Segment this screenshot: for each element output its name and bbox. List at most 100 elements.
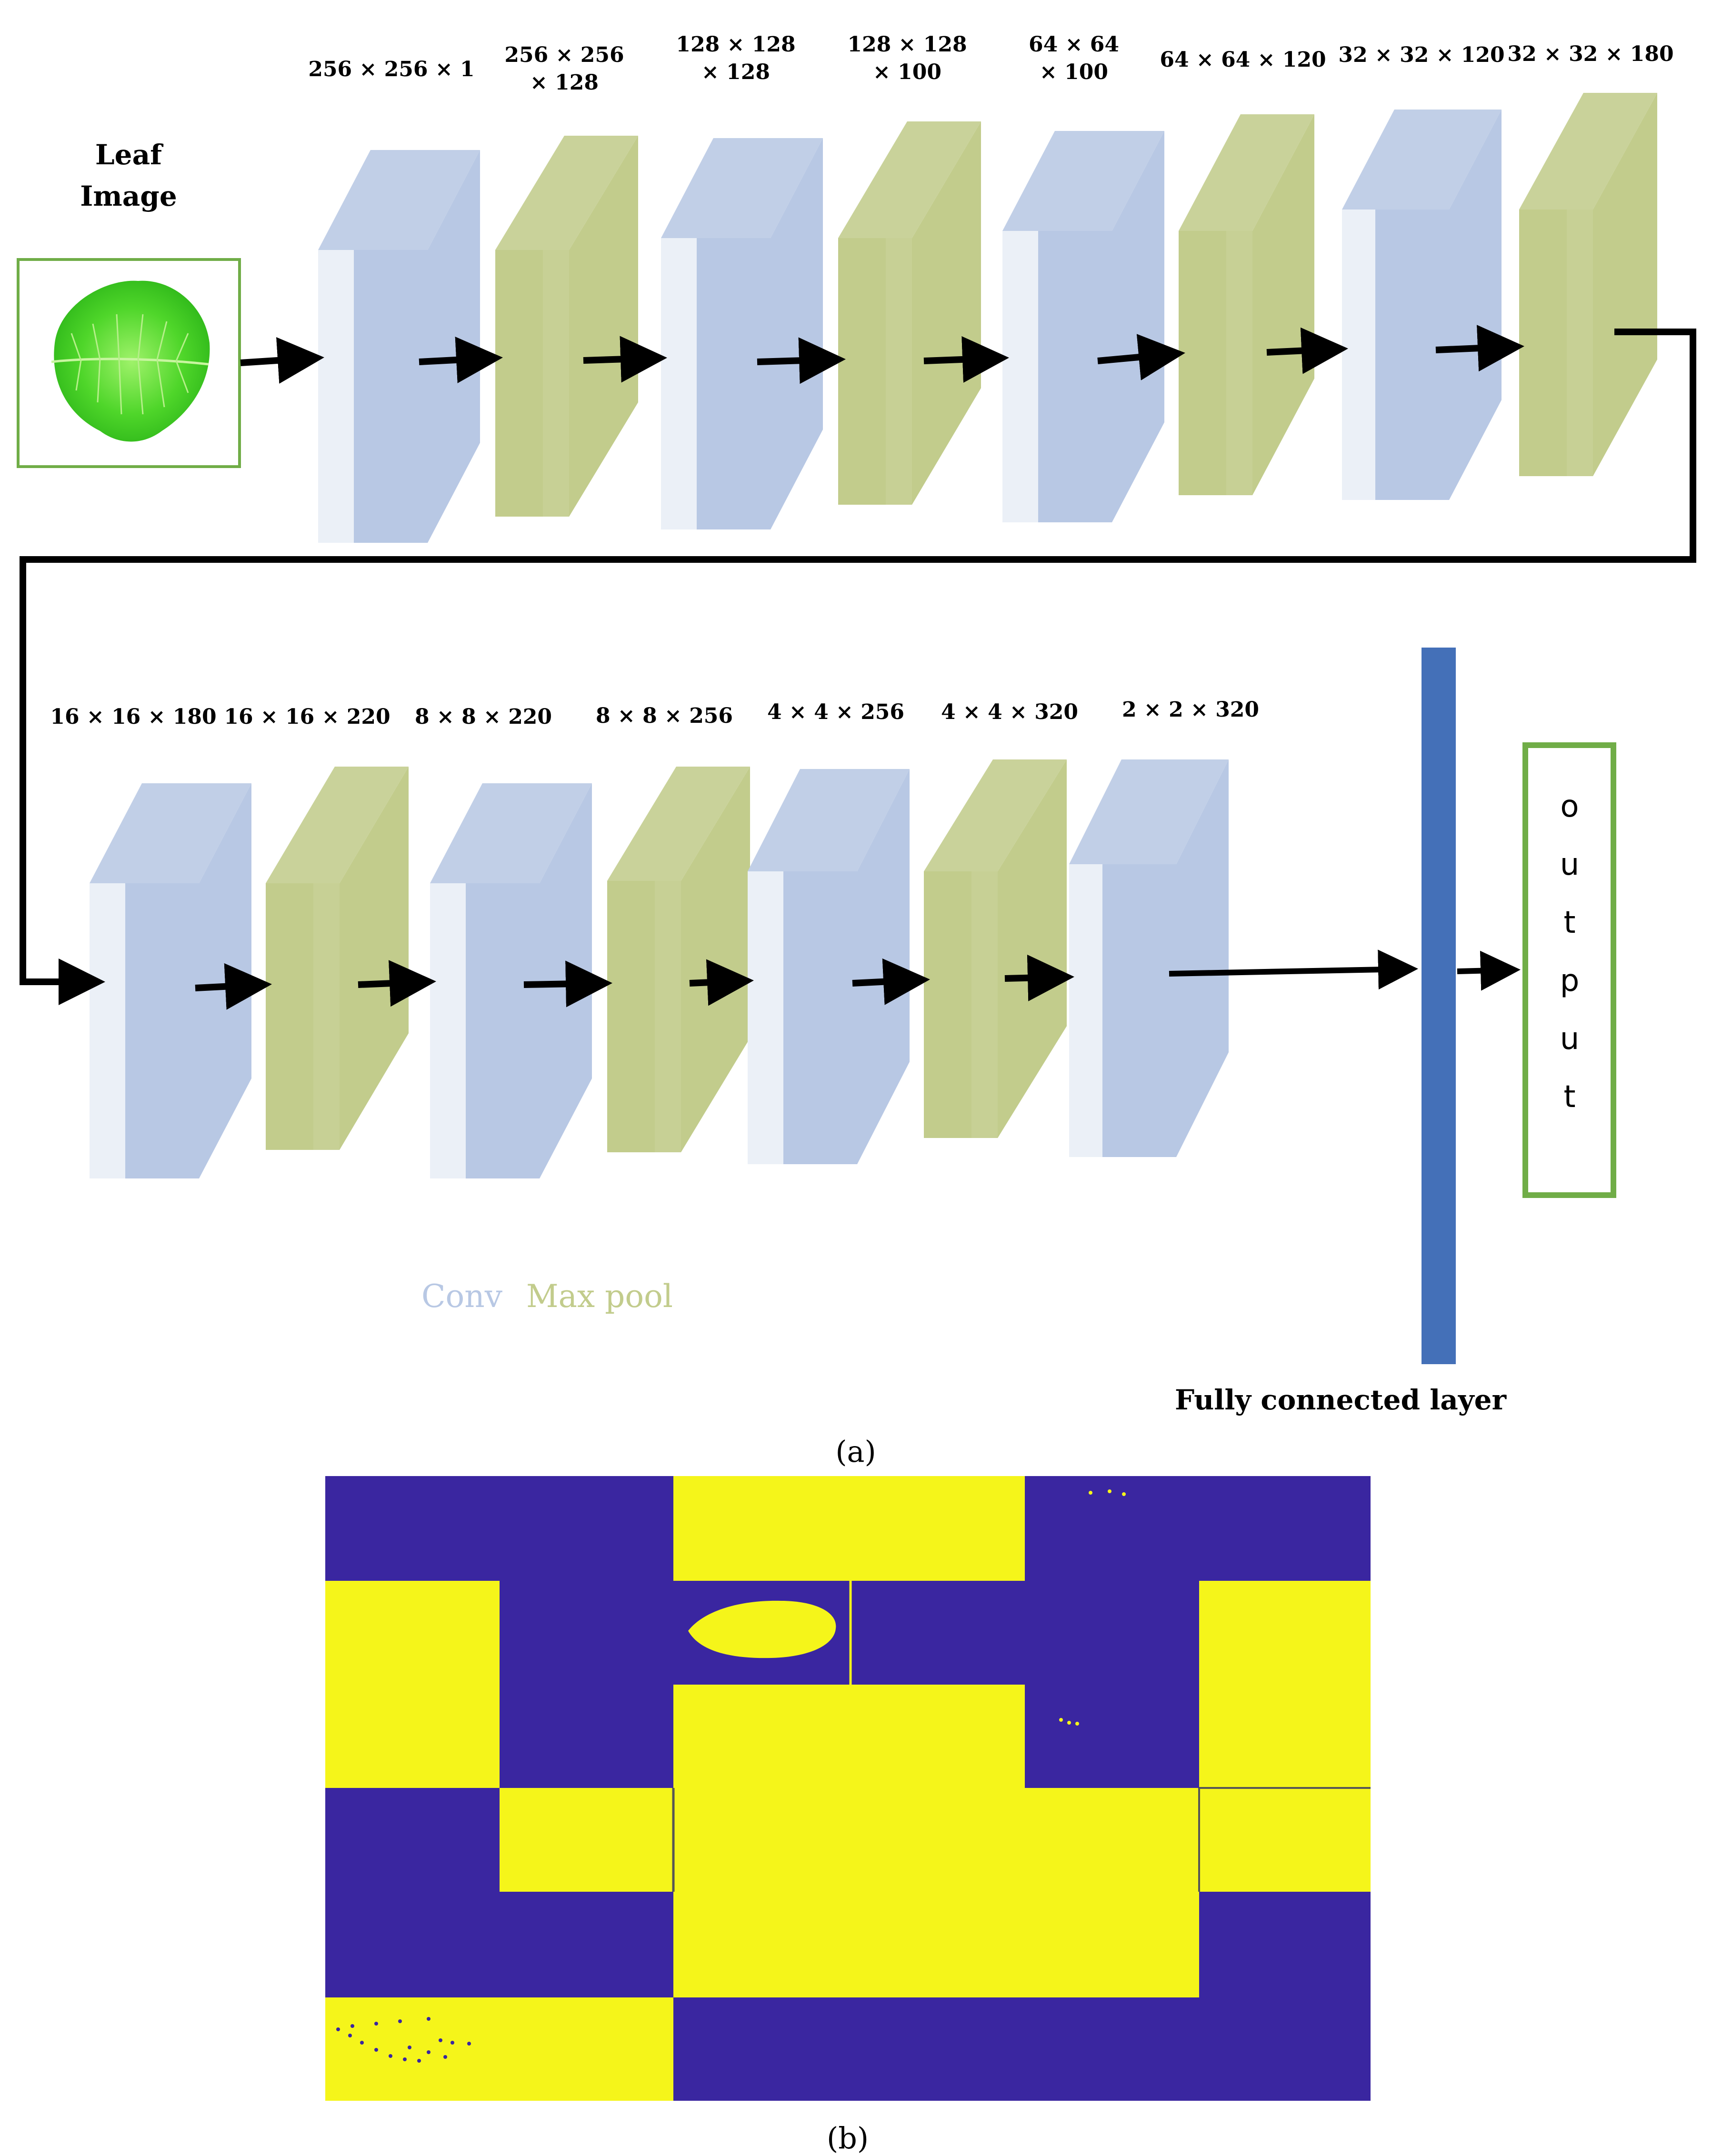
row-wrap-connector: [20, 329, 1696, 1005]
block-front-face: [748, 871, 783, 1164]
map-region: [325, 1997, 673, 2101]
arrow: [358, 960, 436, 1007]
block-top-face: [1002, 131, 1164, 231]
layer-dimension-label: 64 × 64: [1029, 32, 1119, 57]
layer-dimension-label: 4 × 4 × 256: [767, 700, 904, 724]
output-letter: p: [1560, 963, 1580, 998]
layer-dimension-label: × 128: [701, 60, 770, 84]
speckle: [374, 2022, 378, 2026]
arrow: [1266, 327, 1348, 374]
map-region: [1199, 1788, 1371, 1892]
block-front-face: [1069, 864, 1102, 1157]
segmentation-map: (b): [325, 1476, 1371, 2156]
block-side-face: [1252, 114, 1314, 495]
arrow: [757, 337, 846, 384]
legend-conv: Conv: [421, 1278, 503, 1315]
conv-layer-block: [90, 783, 251, 1178]
caption-b: (b): [827, 2121, 869, 2156]
output-box: [1522, 742, 1616, 1198]
map-region: [673, 1476, 1025, 1581]
speckle: [417, 2059, 421, 2063]
arrow: [240, 337, 324, 384]
leaf-icon: [51, 280, 210, 442]
block-side-face: [569, 136, 638, 517]
conv-layer-block: [318, 150, 480, 543]
layer-dimension-label: 2 × 2 × 320: [1122, 698, 1259, 722]
speckle: [398, 2019, 402, 2023]
block-top-face: [661, 138, 823, 238]
block-face: [354, 250, 428, 543]
arrow-to-output: [1457, 950, 1521, 991]
block-top-face: [90, 783, 251, 883]
layer-dimension-label: × 100: [873, 60, 941, 84]
leaf-blob: [688, 1600, 836, 1658]
map-speckles: [336, 1489, 1126, 2063]
fully-connected-layer-label: Fully connected layer: [1175, 1384, 1507, 1416]
block-face: [543, 250, 569, 517]
block-face: [466, 883, 540, 1178]
arrow: [923, 336, 1009, 383]
speckle: [1067, 1721, 1071, 1725]
speckle: [336, 2027, 340, 2031]
block-front-face: [90, 883, 125, 1178]
map-region: [500, 1788, 673, 1892]
arrow-to-fc: [1169, 949, 1418, 990]
block-face: [125, 883, 199, 1178]
block-face: [313, 883, 340, 1150]
speckle: [451, 2041, 454, 2045]
conv-layer-block: [748, 769, 910, 1164]
output-letter: o: [1560, 789, 1579, 824]
speckle: [427, 2050, 431, 2054]
block-face: [607, 881, 655, 1152]
arrow: [1435, 325, 1524, 372]
max-pool-layer-block: [1519, 93, 1657, 476]
layer-dimension-label: 16 × 16 × 180: [50, 705, 216, 729]
layer-dimension-label: 8 × 8 × 256: [596, 704, 733, 728]
block-side-face: [771, 138, 823, 529]
speckle: [350, 2024, 354, 2028]
max-pool-layer-block: [607, 767, 750, 1152]
block-face: [1038, 231, 1112, 522]
arrow: [195, 963, 272, 1010]
speckle: [443, 2055, 447, 2059]
layer-dimension-label: 256 × 256: [504, 43, 624, 67]
block-face: [1375, 210, 1449, 500]
max-pool-layer-block: [266, 767, 409, 1150]
layer-dimension-label: 4 × 4 × 320: [941, 700, 1078, 724]
block-side-face: [912, 121, 981, 505]
block-top-face: [1069, 759, 1229, 864]
block-face: [1179, 231, 1226, 495]
block-face: [697, 238, 771, 529]
output-letter: u: [1560, 847, 1580, 882]
block-front-face: [430, 883, 466, 1178]
map-region: [1025, 1788, 1199, 1997]
speckle: [439, 2038, 442, 2042]
block-face: [838, 238, 886, 505]
arrow: [419, 337, 503, 383]
input-leaf-image: [17, 258, 241, 468]
layer-dimension-label: × 100: [1040, 60, 1108, 84]
block-top-face: [1342, 110, 1502, 210]
speckle: [360, 2041, 364, 2045]
block-top-face: [318, 150, 480, 250]
layer-dimension-label: 64 × 64 × 120: [1160, 48, 1326, 72]
block-top-face: [266, 767, 409, 883]
block-side-face: [1449, 110, 1502, 500]
block-side-face: [1112, 131, 1164, 522]
arrow: [523, 960, 612, 1008]
block-face: [783, 871, 857, 1164]
speckle: [1122, 1492, 1126, 1496]
block-face: [924, 871, 971, 1138]
block-top-face: [1519, 93, 1657, 210]
arrow: [1097, 334, 1185, 380]
conv-layer-block: [1342, 110, 1502, 500]
block-face: [1226, 231, 1252, 495]
block-face: [886, 238, 912, 505]
input-title-line1: Leaf: [95, 139, 164, 171]
speckle: [1075, 1722, 1079, 1726]
layer-dimension-label: 8 × 8 × 220: [415, 705, 552, 729]
speckle: [408, 2046, 411, 2049]
speckle: [403, 2057, 407, 2061]
